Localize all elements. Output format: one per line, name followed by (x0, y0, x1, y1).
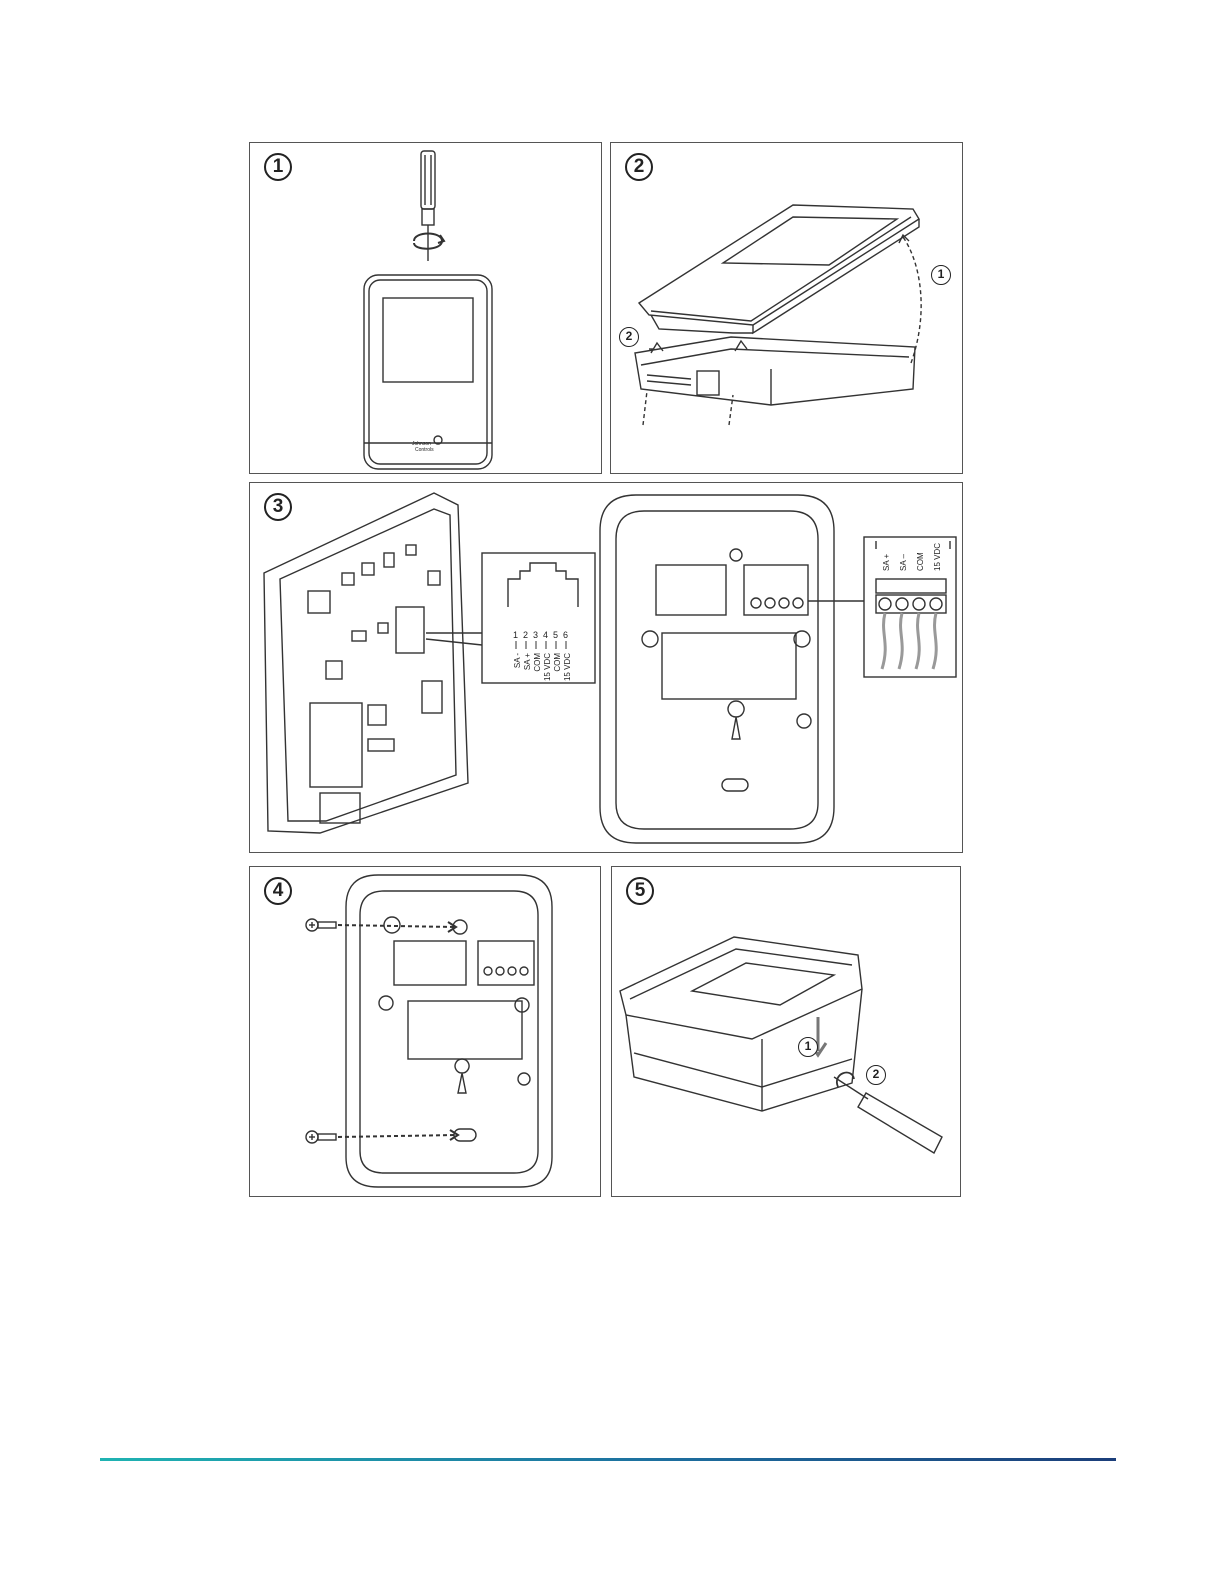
callout-1: 1 (798, 1037, 818, 1057)
insert-arrow-icon (338, 925, 454, 927)
terminal-detail-box (864, 537, 956, 677)
thermostat-base-interior (600, 495, 834, 843)
keyhole-icon (728, 701, 744, 739)
step-number: 3 (264, 493, 292, 521)
terminal-label: SA + (882, 554, 891, 571)
keyhole-icon (455, 1059, 469, 1093)
rj12-pin-number: 3 (533, 630, 538, 640)
thermostat-base (635, 337, 915, 405)
rj12-pin-label: 15 VDC (543, 653, 552, 681)
rj12-jack (396, 607, 424, 653)
thermostat-base (626, 989, 862, 1111)
terminal-label: 15 VDC (933, 543, 942, 571)
wiring-terminal-block-left (394, 941, 466, 985)
step-number: 2 (625, 153, 653, 181)
thermostat-screen (383, 298, 473, 382)
callout-2: 2 (866, 1065, 886, 1085)
rj12-port-icon (697, 371, 719, 395)
step-2-panel: 2 1 2 (610, 142, 963, 474)
rj12-pin-number: 6 (563, 630, 568, 640)
rj12-pin-label: COM (553, 653, 562, 672)
callout-1: 1 (931, 265, 951, 285)
rj12-pin-label: 15 VDC (563, 653, 572, 681)
rj12-pin-label: SA - (513, 653, 522, 668)
screw-icon (306, 1131, 336, 1143)
rj12-socket-outline (508, 563, 578, 607)
thermostat-cover (620, 937, 862, 1039)
wiring-terminal-block-left (656, 565, 726, 615)
step-number: 4 (264, 877, 292, 905)
screw-icon (306, 919, 336, 931)
rj12-pin-number: 2 (523, 630, 528, 640)
rj12-pin-label: COM (533, 653, 542, 672)
step-4-panel: 4 (249, 866, 601, 1197)
wire-icon (882, 613, 885, 669)
cover-screen (692, 963, 834, 1005)
step-5-illustration (612, 867, 962, 1198)
footer-rule (100, 1458, 1116, 1461)
rj12-pin-number: 1 (513, 630, 518, 640)
screwdriver-handle (858, 1093, 942, 1153)
step-1-panel: Johnson Controls 1 (249, 142, 602, 474)
rj12-pin-number: 4 (543, 630, 548, 640)
terminal-label: COM (916, 552, 925, 571)
step-4-illustration (250, 867, 602, 1198)
screwdriver-shaft (834, 1077, 868, 1099)
thermostat-cover (639, 205, 919, 325)
step-2-illustration (611, 143, 964, 475)
rj12-pin-label: SA + (523, 653, 532, 670)
step-number: 5 (626, 877, 654, 905)
release-arrow-icon (903, 237, 921, 363)
screwdriver-handle (421, 151, 435, 209)
insert-arrow-icon (338, 1135, 456, 1137)
wiring-terminal-block-right (478, 941, 534, 985)
step-number: 1 (264, 153, 292, 181)
step-5-panel: 5 1 2 (611, 866, 961, 1197)
step-1-illustration: Johnson Controls (250, 143, 603, 475)
logo-text-2: Controls (415, 447, 434, 453)
callout-2: 2 (619, 327, 639, 347)
rj12-pin-number: 5 (553, 630, 558, 640)
terminal-label: SA – (899, 554, 908, 571)
